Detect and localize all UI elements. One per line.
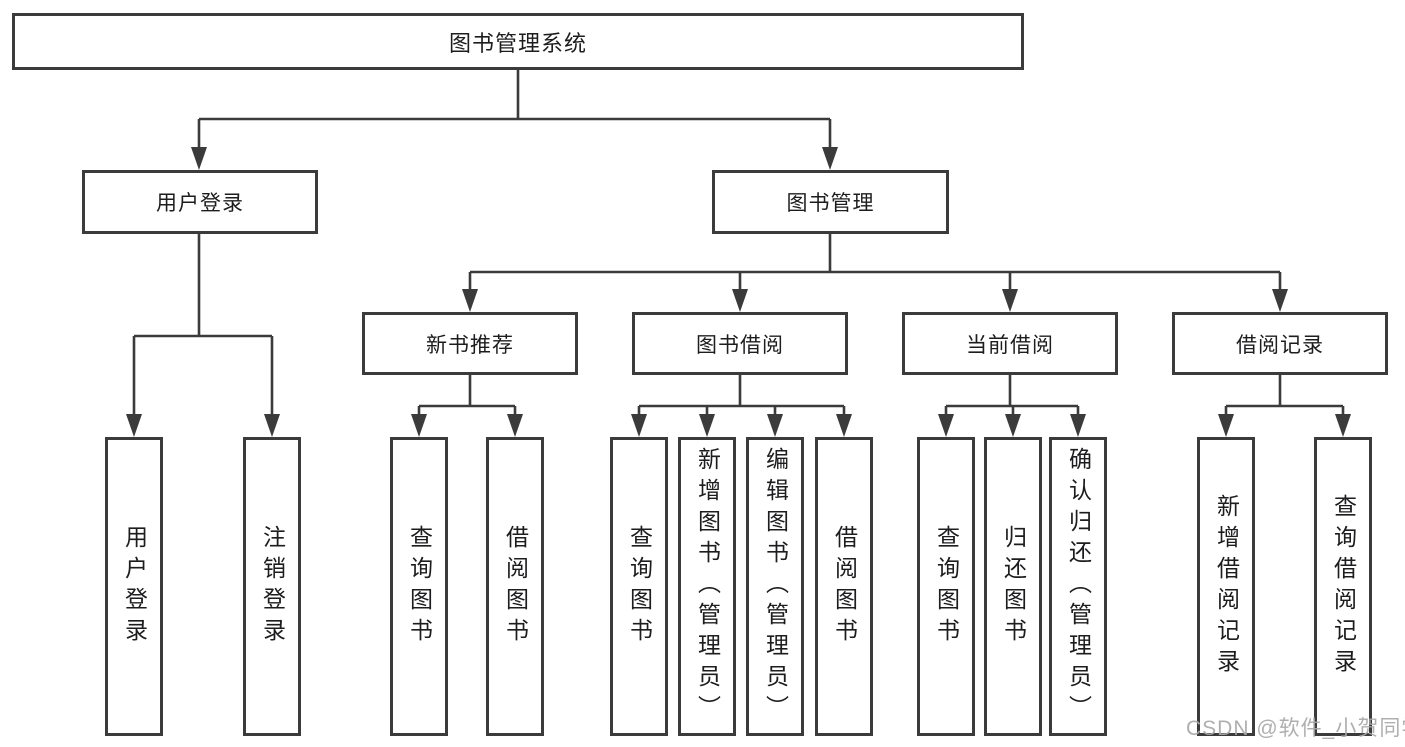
node-current-borrowing: 当前借阅 [902, 312, 1118, 375]
node-borrowing-records: 借阅记录 [1172, 312, 1388, 375]
node-label: 借阅图书 [502, 524, 529, 649]
leaf-edit-books-admin: 编辑图书（管理员） [746, 437, 804, 736]
node-label: 编辑图书（管理员） [762, 447, 789, 726]
leaf-query-books-current: 查询图书 [917, 437, 975, 736]
leaf-borrow-books-recommend: 借阅图书 [486, 437, 544, 736]
leaf-add-borrow-record: 新增借阅记录 [1197, 437, 1255, 736]
watermark: CSDN @软件_小贺同学 [1186, 717, 1405, 740]
node-label: 查询图书 [933, 524, 960, 649]
leaf-borrow-books: 借阅图书 [815, 437, 873, 736]
node-user-login-branch: 用户登录 [82, 170, 318, 234]
leaf-return-books: 归还图书 [984, 437, 1042, 736]
leaf-query-books-recommend: 查询图书 [390, 437, 448, 736]
node-label: 借阅图书 [831, 524, 858, 649]
node-library-management-system: 图书管理系统 [12, 13, 1024, 70]
leaf-add-books-admin: 新增图书（管理员） [678, 437, 736, 736]
node-label: 注销登录 [259, 524, 286, 649]
leaf-query-borrow-record: 查询借阅记录 [1314, 437, 1372, 736]
node-label: 图书借阅 [696, 333, 784, 357]
node-book-management-branch: 图书管理 [712, 170, 949, 234]
node-label: 归还图书 [1000, 524, 1027, 649]
node-book-borrowing: 图书借阅 [632, 312, 848, 375]
node-new-book-recommendation: 新书推荐 [362, 312, 578, 375]
leaf-confirm-return-admin: 确认归还（管理员） [1049, 437, 1107, 736]
node-label: 查询图书 [406, 524, 433, 649]
node-label: 图书管理系统 [448, 30, 587, 56]
node-label: 查询图书 [626, 524, 653, 649]
node-label: 用户登录 [121, 524, 148, 649]
node-label: 图书管理 [786, 192, 875, 215]
node-label: 用户登录 [156, 192, 244, 215]
node-label: 新书推荐 [426, 333, 514, 357]
node-label: 新增图书（管理员） [694, 447, 721, 726]
node-label: 借阅记录 [1236, 333, 1324, 357]
leaf-query-books-borrow: 查询图书 [610, 437, 668, 736]
node-label: 确认归还（管理员） [1065, 447, 1092, 726]
leaf-logout: 注销登录 [243, 437, 301, 736]
node-label: 新增借阅记录 [1213, 493, 1240, 680]
node-label: 查询借阅记录 [1330, 493, 1357, 680]
leaf-user-login: 用户登录 [105, 437, 163, 736]
node-label: 当前借阅 [966, 333, 1054, 357]
